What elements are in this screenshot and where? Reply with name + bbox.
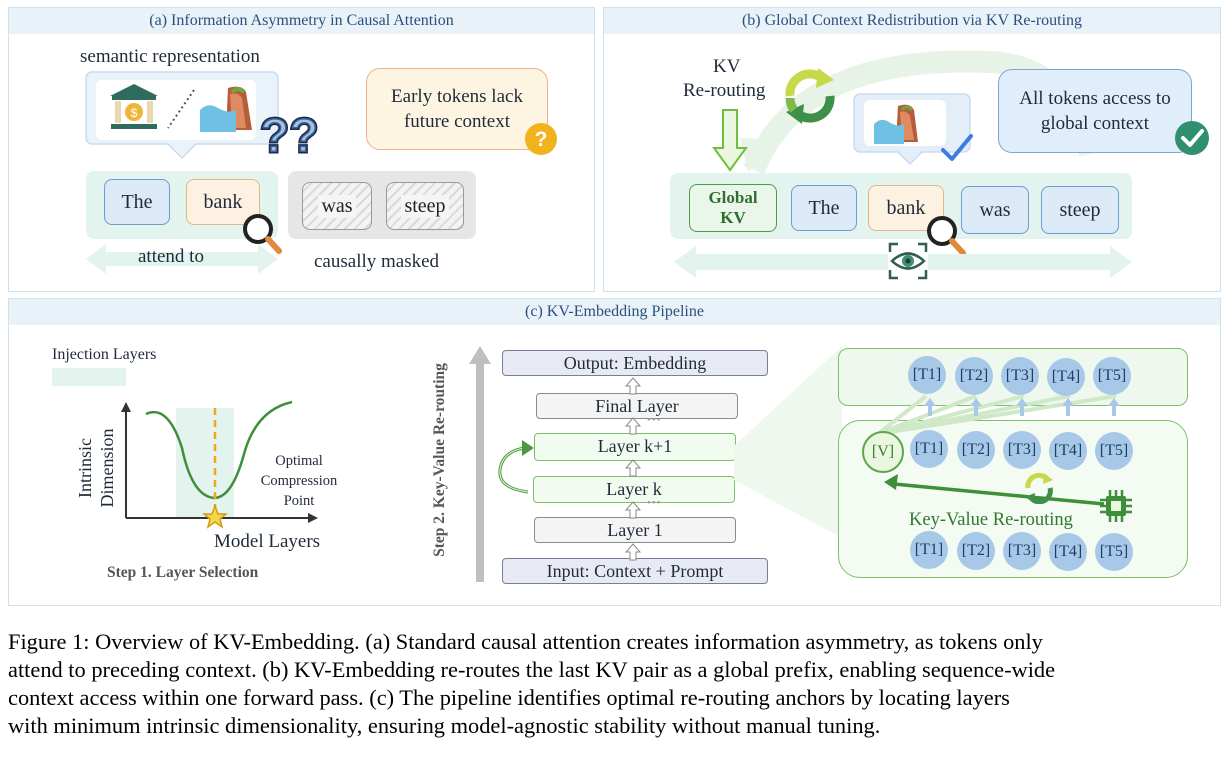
optimal-label-3: Point [283, 493, 315, 509]
token-steep-b: steep [1041, 186, 1119, 234]
kv-label-2: Re-routing [683, 80, 766, 101]
semantic-representation-label: semantic representation [80, 46, 260, 67]
token-global-kv: Global KV [689, 184, 777, 232]
optimal-point-label: Optimal Compression Point [252, 451, 346, 511]
svg-text:??: ?? [260, 110, 319, 162]
mid-token-5: [T5] [1095, 432, 1133, 470]
coastline-bank-icon [874, 104, 918, 144]
token-the: The [104, 179, 170, 225]
layer-input: Input: Context + Prompt [502, 558, 768, 584]
panel-a-title: (a) Information Asymmetry in Causal Atte… [9, 8, 594, 34]
caption-line-4: with minimum intrinsic dimensionality, e… [8, 713, 881, 738]
rerouting-lines [876, 394, 1120, 436]
note-all-tokens: All tokens access to global context [998, 69, 1192, 153]
dots-1: ••• [647, 414, 662, 426]
global-kv-line-1: Global [708, 188, 758, 207]
legend-label: Injection Layers [52, 346, 157, 363]
mid-token-3: [T3] [1003, 431, 1041, 469]
bottom-token-3: [T3] [1003, 532, 1041, 570]
top-token-5: [T5] [1093, 357, 1131, 395]
bottom-token-4: [T4] [1049, 533, 1087, 571]
token-bank: bank [186, 179, 260, 225]
question-badge-glyph: ? [535, 128, 548, 151]
recycle-arrows-icon [1025, 472, 1053, 504]
top-token-2: [T2] [955, 357, 993, 395]
question-marks-icon: ?? ?? [259, 109, 321, 163]
causally-masked-label: causally masked [314, 251, 440, 272]
dimension-chart [121, 400, 318, 529]
check-badge-icon [1175, 121, 1209, 155]
y-axis-label-2: Dimension [97, 428, 117, 508]
layer-connectors [624, 377, 642, 561]
coastline-bank-icon [200, 86, 252, 132]
x-axis-label: Model Layers [214, 531, 321, 552]
token-steep-label: steep [401, 194, 449, 218]
token-the-b: The [791, 185, 857, 231]
mid-token-v: [V] [862, 431, 904, 473]
caption-line-1: Figure 1: Overview of KV-Embedding. (a) … [8, 629, 1043, 654]
caption-line-3: context access within one forward pass. … [8, 685, 1010, 710]
layer-1: Layer 1 [534, 517, 736, 543]
global-kv-line-2: KV [720, 208, 746, 227]
dots-2: ••• [647, 497, 662, 509]
token-bank-b: bank [868, 185, 944, 231]
svg-text:??: ?? [260, 110, 319, 162]
layer-k: Layer k [533, 476, 735, 503]
panel-b-title: (b) Global Context Redistribution via KV… [604, 8, 1220, 34]
recycle-arrows-icon [785, 68, 835, 124]
caption-line-2: attend to preceding context. (b) KV-Embe… [8, 657, 1056, 682]
mid-token-2: [T2] [957, 431, 995, 469]
projection-fan [734, 346, 842, 538]
layer-k-plus-1: Layer k+1 [534, 433, 736, 461]
bottom-token-5: [T5] [1095, 533, 1133, 571]
rerouting-label: Key-Value Re-routing [909, 510, 1073, 530]
layer-output: Output: Embedding [502, 350, 768, 376]
optimal-label-2: Compression [260, 473, 338, 489]
step1-label: Step 1. Layer Selection [107, 564, 259, 581]
y-axis-label-1: Intrinsic [75, 438, 95, 498]
rerouting-arrow [884, 474, 1105, 506]
top-token-3: [T3] [1001, 357, 1039, 395]
star-icon [201, 503, 229, 529]
attend-arrow [86, 244, 278, 274]
note-all-tokens-text: All tokens access to global context [1019, 88, 1171, 134]
question-badge-icon: ? [525, 123, 557, 155]
token-was-b: was [961, 186, 1029, 234]
mid-token-4: [T4] [1049, 432, 1087, 470]
token-was: was [302, 182, 372, 230]
note-early-tokens: Early tokens lack future context [366, 68, 548, 150]
optimal-label-1: Optimal [275, 453, 323, 469]
attend-to-label: attend to [138, 246, 204, 267]
chip-icon [1100, 490, 1132, 522]
checkmark-icon [941, 134, 973, 161]
svg-text:$: $ [131, 106, 138, 120]
legend-swatch [52, 368, 126, 386]
upward-arrow [469, 346, 491, 582]
bottom-token-1: [T1] [910, 531, 948, 569]
top-token-4: [T4] [1047, 358, 1085, 396]
kv-down-arrow [712, 109, 748, 172]
eye-scan-icon [888, 242, 928, 280]
top-token-1: [T1] [908, 356, 946, 394]
mid-token-1: [T1] [910, 430, 948, 468]
panel-c-title: (c) KV-Embedding Pipeline [9, 299, 1220, 325]
token-steep: steep [386, 182, 464, 230]
token-was-label: was [318, 194, 356, 218]
magnifier-icon [927, 216, 966, 256]
bank-building-icon: $ [110, 84, 158, 129]
step2-label: Step 2. Key-Value Re-routing [428, 346, 452, 580]
y-axis-label: Intrinsic Dimension [74, 404, 126, 514]
note-early-tokens-text: Early tokens lack future context [391, 86, 523, 132]
figure-caption: Figure 1: Overview of KV-Embedding. (a) … [8, 628, 1222, 740]
bottom-token-2: [T2] [957, 532, 995, 570]
layer-final: Final Layer [536, 393, 738, 419]
kv-label-1: KV [713, 56, 741, 77]
magnifier-icon [243, 214, 282, 254]
step2-label-text: Step 2. Key-Value Re-routing [431, 363, 448, 557]
divider-dotted [167, 89, 195, 129]
loop-arrow-icon [498, 440, 534, 494]
